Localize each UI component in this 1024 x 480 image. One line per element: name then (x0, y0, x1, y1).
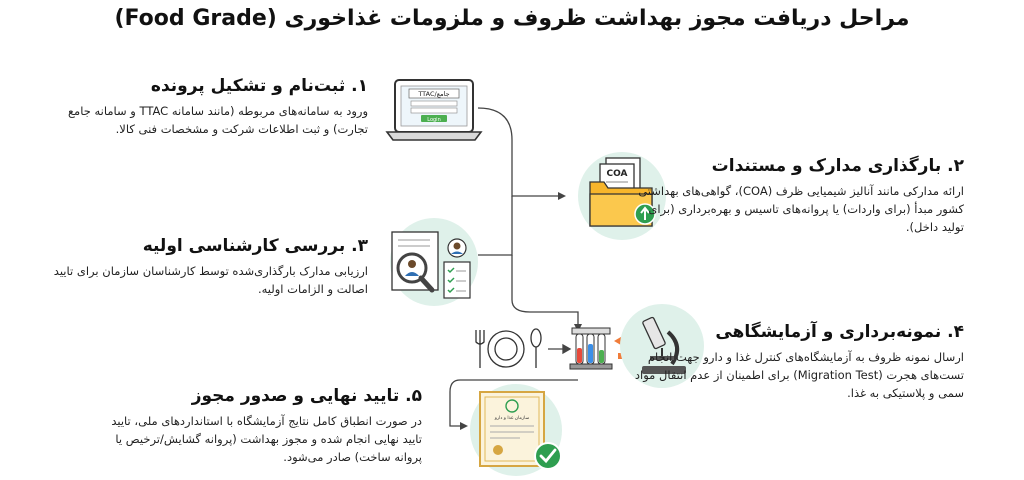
step-4-heading: ۴. نمونه‌برداری و آزمایشگاهی (715, 322, 964, 342)
folder-upload-icon: COA (578, 152, 666, 240)
step-1-body: ورود به سامانه‌های مربوطه (مانند سامانه … (67, 104, 368, 136)
step-2: ۲. بارگذاری مدارک و مستندات ارائه مدارکی… (634, 156, 964, 236)
certificate-org-text: سازمان غذا و دارو (494, 416, 530, 421)
test-tubes-icon (569, 327, 613, 370)
page-title: مراحل دریافت مجوز بهداشت ظروف و ملزومات … (114, 6, 910, 31)
step-2-heading: ۲. بارگذاری مدارک و مستندات (711, 156, 964, 176)
connector-4-5 (449, 379, 578, 427)
document-review-icon (390, 218, 478, 306)
connector-lines (449, 107, 579, 427)
step-5-body: در صورت انطباق کامل نتایج آزمایشگاه با ا… (111, 414, 422, 464)
step-5: ۵. تایید نهایی و صدور مجوز در صورت انطبا… (92, 386, 422, 466)
step-3: ۳. بررسی کارشناسی اولیه ارزیابی مدارک با… (38, 236, 368, 298)
step-3-heading: ۳. بررسی کارشناسی اولیه (142, 236, 368, 256)
step-4-body: ارسال نمونه ظروف به آزمایشگاه‌های کنترل … (634, 350, 964, 400)
microscope-lab-icon (620, 304, 704, 388)
laptop-login-icon: TTAC/جامع Login (385, 79, 483, 141)
laptop-header-text: TTAC/جامع (417, 90, 449, 98)
step-5-heading: ۵. تایید نهایی و صدور مجوز (191, 386, 422, 406)
arrowhead-to-step2 (558, 192, 566, 200)
step-4: ۴. نمونه‌برداری و آزمایشگاهی ارسال نمونه… (634, 322, 964, 402)
arrowhead-to-step5 (460, 422, 468, 430)
certificate-approved-icon: سازمان غذا و دارو (470, 384, 562, 476)
coa-label: COA (607, 169, 628, 179)
step-3-body: ارزیابی مدارک بارگذاری‌شده توسط کارشناسا… (53, 264, 368, 296)
step-1-heading: ۱. ثبت‌نام و تشکیل پرونده (150, 76, 368, 96)
plate-cutlery-icon (475, 328, 542, 368)
step-2-body: ارائه مدارکی مانند آنالیز شیمیایی ظرف (C… (638, 184, 964, 234)
flow-arrow-right-icon (548, 343, 572, 355)
step-1: ۱. ثبت‌نام و تشکیل پرونده ورود به سامانه… (48, 76, 368, 138)
connector-2-3 (478, 196, 513, 256)
connector-3-4 (511, 255, 579, 326)
connector-1-2 (477, 107, 560, 197)
laptop-login-text: Login (427, 117, 441, 123)
